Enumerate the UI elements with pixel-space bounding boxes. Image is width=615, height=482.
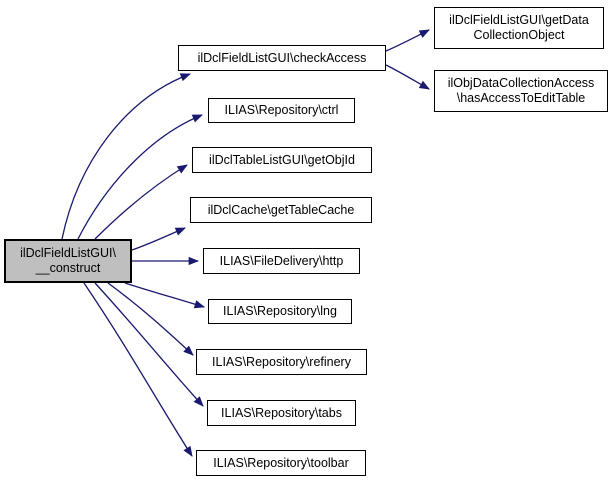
node-getobjid[interactable]: ilDclTableListGUI\getObjId — [192, 147, 372, 173]
edge-construct-to-toolbar — [83, 282, 193, 457]
node-getdatacollectionobject[interactable]: ilDclFieldListGUI\getData CollectionObje… — [434, 7, 604, 49]
edge-construct-to-refinery — [107, 282, 194, 356]
node-label-line: ILIAS\Repository\refinery — [212, 354, 351, 369]
node-label-line: ilObjDataCollectionAccess — [447, 76, 595, 90]
edge-construct-to-checkaccess — [61, 73, 191, 240]
node-http[interactable]: ILIAS\FileDelivery\http — [203, 248, 360, 274]
node-label-line: ILIAS\Repository\toolbar — [213, 455, 349, 470]
node-label-line: ILIAS\Repository\tabs — [221, 405, 342, 420]
node-ctrl[interactable]: ILIAS\Repository\ctrl — [208, 98, 355, 123]
node-label-line: ilDclTableListGUI\getObjId — [209, 152, 355, 167]
edge-construct-to-lng — [124, 282, 205, 309]
node-checkaccess[interactable]: ilDclFieldListGUI\checkAccess — [178, 45, 386, 71]
edge-construct-to-getobjid — [94, 164, 188, 240]
node-label-line: ILIAS\FileDelivery\http — [219, 253, 344, 268]
node-construct: ilDclFieldListGUI\ __construct — [4, 239, 132, 283]
edge-checkaccess-to-getdata — [385, 29, 430, 52]
node-tabs[interactable]: ILIAS\Repository\tabs — [207, 400, 356, 426]
node-lng[interactable]: ILIAS\Repository\lng — [208, 299, 352, 324]
node-hasaccesstoedittable[interactable]: ilObjDataCollectionAccess \hasAccessToEd… — [434, 70, 608, 112]
node-label-line: ilDclFieldListGUI\ — [20, 246, 116, 260]
edge-checkaccess-to-hasaccess — [385, 64, 430, 90]
node-label-line: ILIAS\Repository\lng — [223, 304, 337, 318]
edge-construct-to-ctrl — [77, 114, 203, 240]
node-label-line: ilDclFieldListGUI\checkAccess — [197, 50, 367, 65]
edge-construct-to-tabs — [94, 282, 204, 407]
edge-construct-to-gettablecache — [131, 227, 186, 251]
node-label-line: ilDclFieldListGUI\getData — [449, 13, 589, 27]
node-label-line: __construct — [35, 261, 101, 275]
node-label-line: \hasAccessToEditTable — [456, 91, 586, 105]
node-gettablecache[interactable]: ilDclCache\getTableCache — [190, 197, 372, 223]
node-label-line: ILIAS\Repository\ctrl — [224, 103, 339, 117]
node-label-line: CollectionObject — [473, 28, 565, 42]
node-label-line: ilDclCache\getTableCache — [207, 202, 355, 217]
node-toolbar[interactable]: ILIAS\Repository\toolbar — [196, 450, 366, 476]
node-refinery[interactable]: ILIAS\Repository\refinery — [196, 349, 367, 375]
